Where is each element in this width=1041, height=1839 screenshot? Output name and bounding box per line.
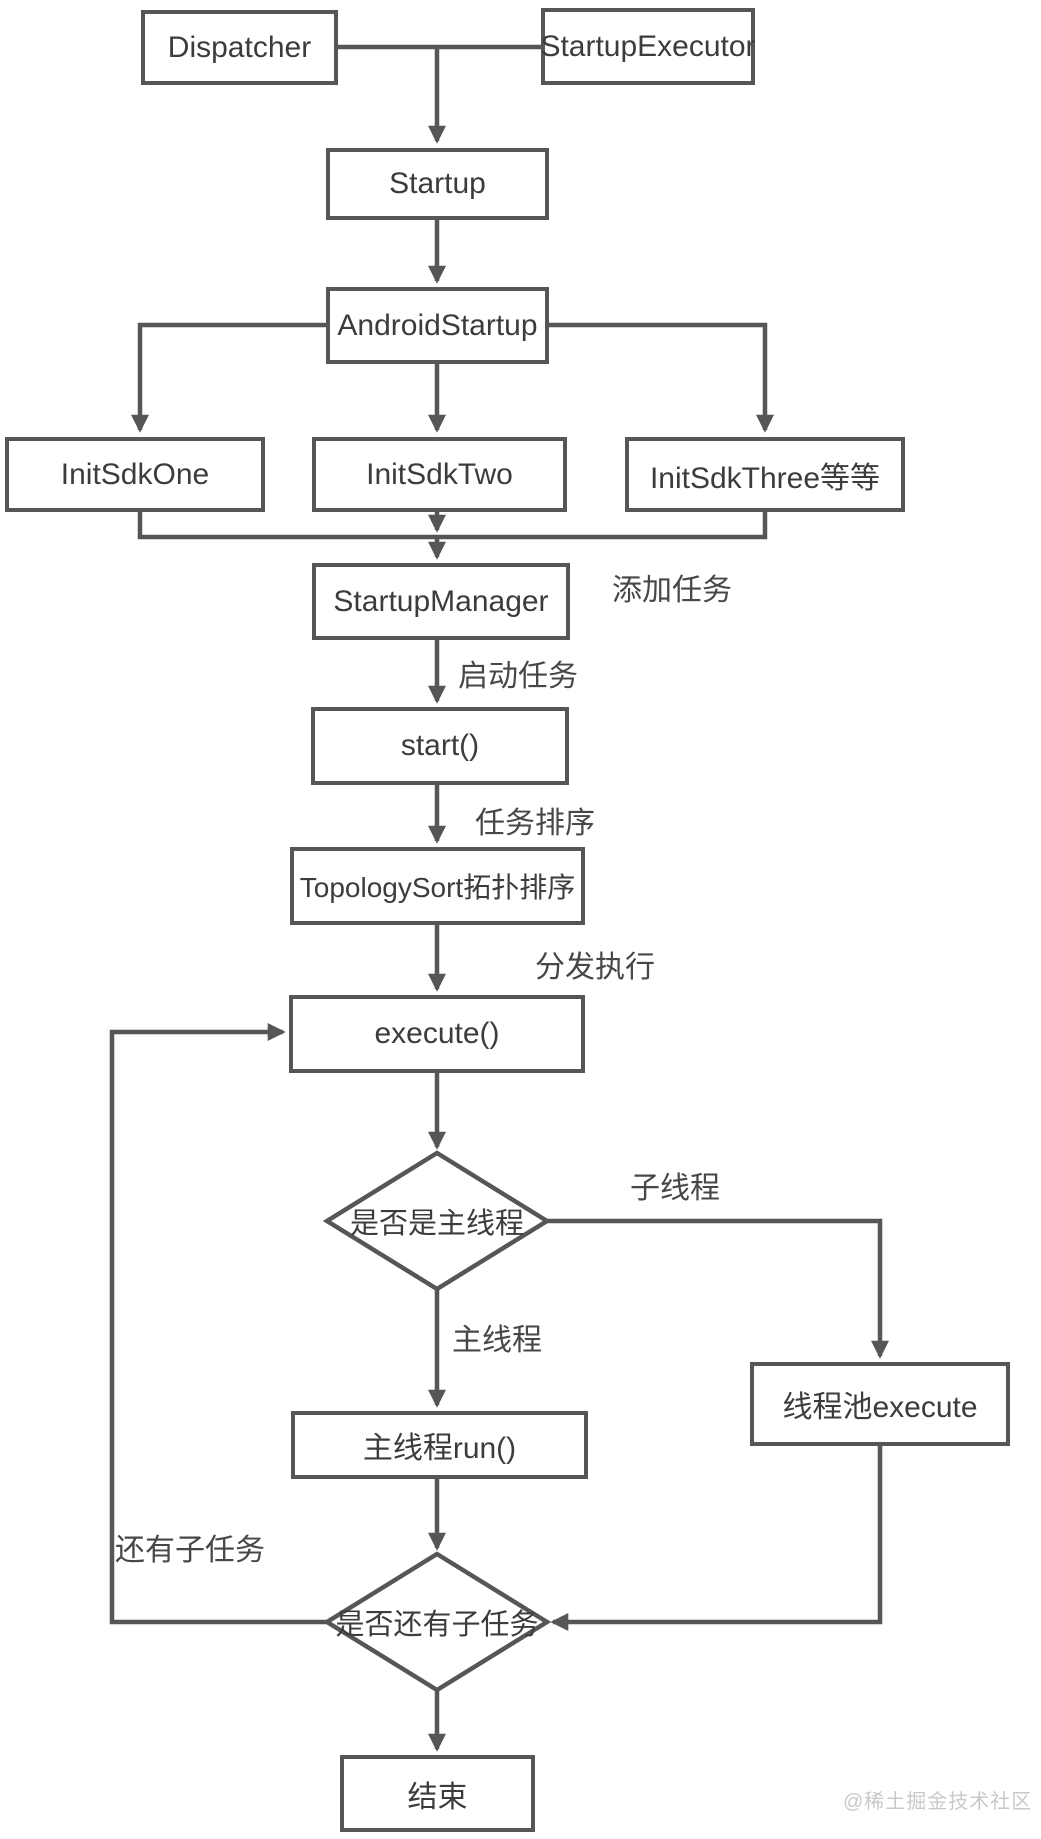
node-end: 结束 bbox=[340, 1755, 535, 1832]
node-startup-executor: StartupExecutor bbox=[540, 8, 756, 85]
node-android-startup: AndroidStartup bbox=[326, 287, 549, 364]
node-start-fn: start() bbox=[311, 707, 569, 785]
edge-label-dispatch-execute: 分发执行 bbox=[535, 951, 655, 984]
node-startup-manager: StartupManager bbox=[312, 563, 570, 640]
edge-label-more-sub-tasks: 还有子任务 bbox=[115, 1534, 265, 1567]
edge-label-add-task: 添加任务 bbox=[612, 574, 732, 607]
edge-label-sub-thread: 子线程 bbox=[630, 1172, 720, 1205]
edge-label-start-task: 启动任务 bbox=[458, 660, 578, 693]
node-startup: Startup bbox=[326, 148, 549, 220]
edge-loop-hassubtasks-to-execute bbox=[109, 1023, 327, 1625]
decision-has-sub-tasks-label: 是否还有子任务 bbox=[335, 1609, 539, 1641]
watermark: @稀土掘金技术社区 bbox=[843, 1791, 1033, 1813]
edge-androidstartup-to-initsdkone bbox=[131, 322, 326, 433]
node-init-sdk-two: InitSdkTwo bbox=[312, 437, 567, 512]
edge-ismainthread-to-threadpool bbox=[547, 1218, 889, 1359]
edge-initsdk-merge-bus bbox=[137, 512, 768, 540]
decision-is-main-thread-label: 是否是主线程 bbox=[349, 1208, 524, 1240]
node-init-sdk-three: InitSdkThree等等 bbox=[625, 437, 905, 512]
node-thread-pool-execute: 线程池execute bbox=[750, 1362, 1010, 1446]
decision-is-main-thread-shape bbox=[322, 1150, 552, 1292]
node-execute-fn: execute() bbox=[289, 995, 585, 1073]
node-dispatcher: Dispatcher bbox=[141, 10, 338, 85]
edge-threadpool-to-hassubtasks bbox=[550, 1446, 883, 1631]
node-main-thread-run: 主线程run() bbox=[291, 1411, 588, 1479]
node-topology-sort: TopologySort拓扑排序 bbox=[290, 847, 585, 925]
edge-androidstartup-to-initsdkthree bbox=[549, 322, 774, 433]
edge-label-task-sort: 任务排序 bbox=[475, 807, 595, 840]
edge-label-main-thread: 主线程 bbox=[452, 1324, 542, 1357]
node-init-sdk-one: InitSdkOne bbox=[5, 437, 265, 512]
decision-has-sub-tasks-shape bbox=[322, 1551, 552, 1693]
